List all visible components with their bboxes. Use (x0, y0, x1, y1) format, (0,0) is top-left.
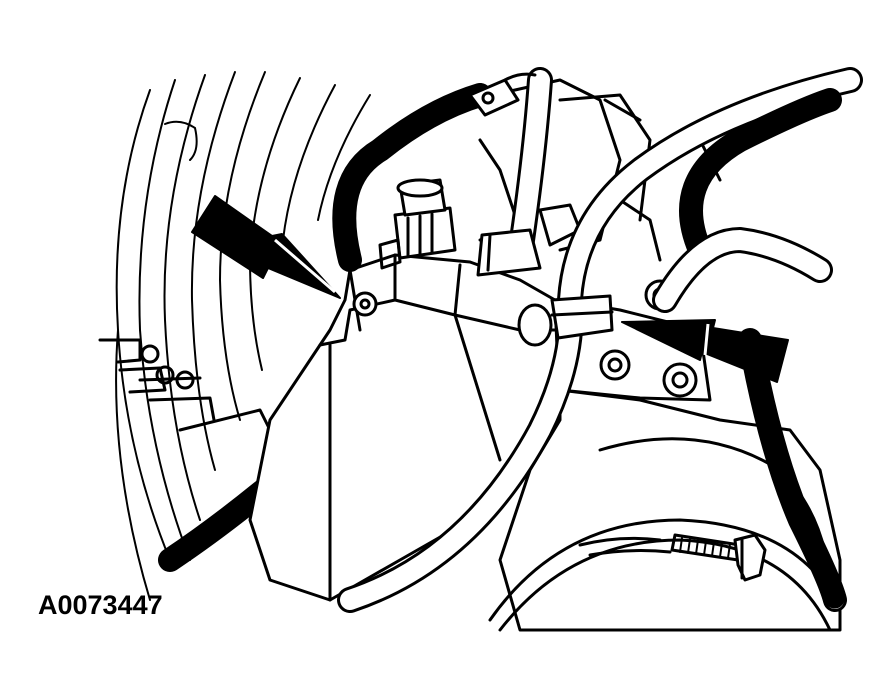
pump-bolt-left (352, 291, 378, 317)
arrow-right-callout-icon (621, 319, 789, 383)
vertical-pipe (476, 67, 553, 277)
left-bracket-tabs (98, 338, 272, 432)
hose-clamp (670, 533, 767, 582)
right-corrugated-tube (679, 88, 847, 612)
hose-band-clamp (550, 294, 614, 340)
figure-id-label: A0073447 (38, 590, 163, 620)
right-thick-pipe (652, 227, 833, 313)
pump-connector (378, 178, 457, 270)
pump-port (517, 303, 553, 347)
arrow-left-callout-icon (191, 195, 341, 299)
top-wire-harness (332, 72, 537, 272)
pump-body (248, 253, 562, 602)
